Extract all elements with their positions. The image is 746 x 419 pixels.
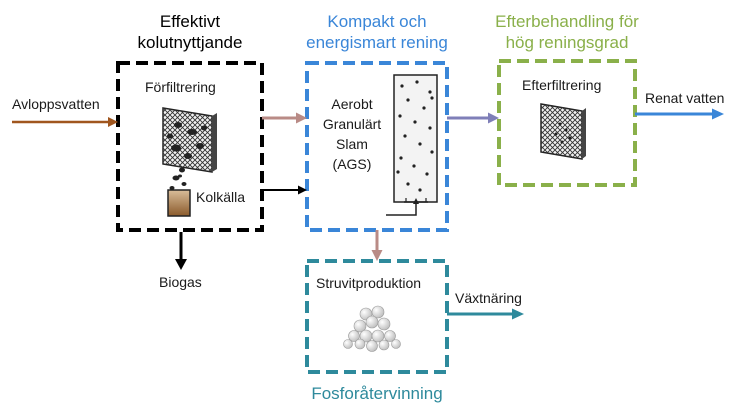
efficient-stage-title-line1: Effektivt [159,12,221,31]
struvite-label: Struvitproduktion [316,275,422,291]
post-stage-title: Efterbehandling för hög reningsgrad [483,11,651,53]
compact-stage-title-line2: energismart rening [306,33,448,52]
ags-label-line4: (AGS) [332,156,372,172]
post-filter-mesh-icon [540,103,586,160]
struvite-crystals-icon [343,305,401,352]
ags-label: Aerobt Granulärt Slam (AGS) [312,94,392,174]
ags-label-line2: Granulärt [322,116,382,132]
carbon-source-cup-icon [167,189,191,217]
biogas-arrow [175,232,187,270]
post-stage-title-line2: hög reningsgrad [505,33,629,52]
filter-mesh-icon [162,107,217,190]
carbon-source-label: Kolkälla [196,189,246,205]
prefilter-label: Förfiltrering [145,79,216,95]
post-filter-label: Efterfiltrering [522,77,602,93]
nutrient-label: Växtnäring [455,290,522,306]
efficient-stage-title: Effektivt kolutnyttjande [118,11,262,53]
ags-label-line1: Aerobt [331,96,373,112]
ags-to-struvite-arrow [371,230,383,261]
influent-label: Avloppsvatten [12,96,100,112]
influent-arrow [12,117,118,127]
phosphorus-stage-title: Fosforåtervinning [311,384,443,403]
compact-stage-box [305,61,449,232]
efficient-stage-title-line2: kolutnyttjande [137,33,243,52]
effluent-label: Renat vatten [645,90,725,106]
nutrient-arrow [447,308,524,320]
post-stage-box [497,59,637,187]
sludge-column-icon [386,74,438,216]
compact-stage-title-line1: Kompakt och [327,12,427,31]
compact-stage-title: Kompakt och energismart rening [285,11,469,53]
ags-label-line3: Slam [336,136,368,152]
ags-to-postfilter-arrow [447,112,499,124]
prefilter-to-ags-arrow [262,112,307,124]
carbon-source-arrow [262,185,307,195]
effluent-arrow [635,108,724,120]
post-stage-title-line1: Efterbehandling för [495,12,639,31]
efficient-stage-box [116,61,264,232]
biogas-label: Biogas [159,274,202,290]
